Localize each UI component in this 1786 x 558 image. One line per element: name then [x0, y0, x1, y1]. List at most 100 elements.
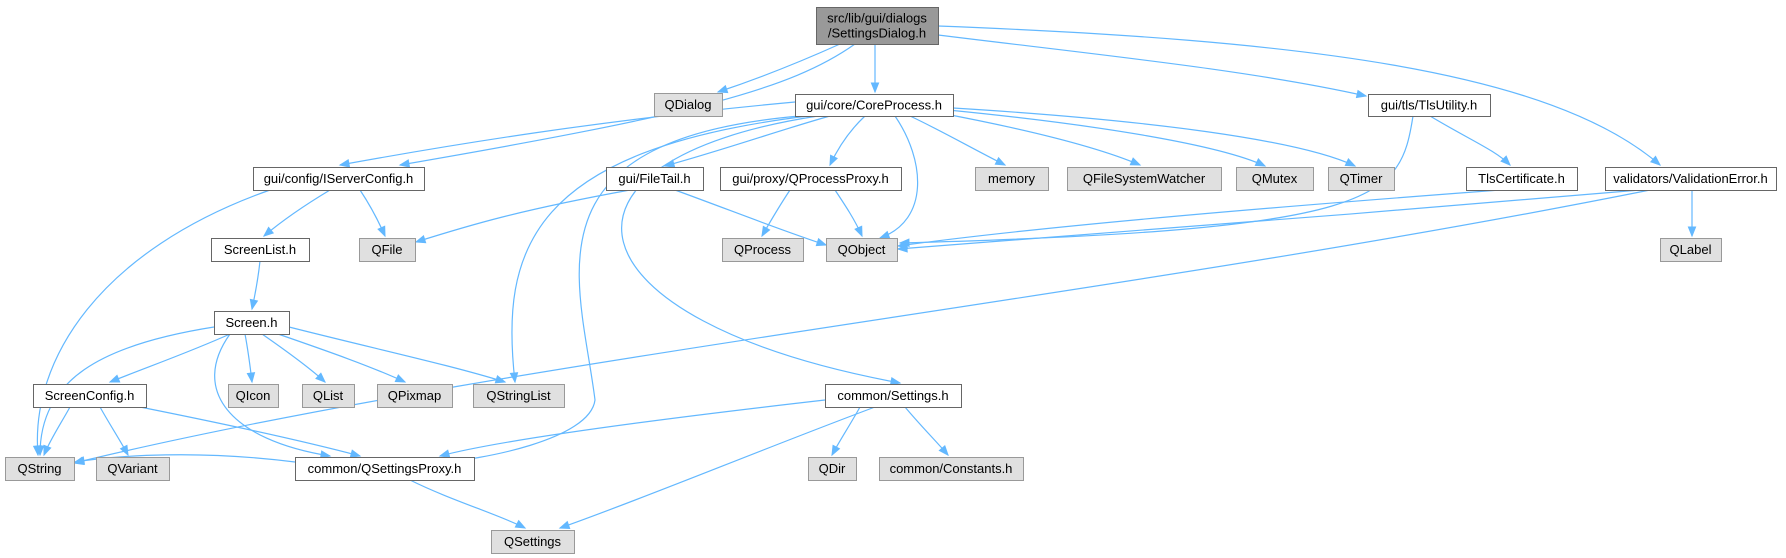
- edge-validationerror-to-qobject: [896, 189, 1641, 253]
- edge-commonsettings-to-qsettingsproxy: [438, 399, 826, 458]
- edge-line: [109, 333, 231, 383]
- arrowhead: [249, 298, 259, 311]
- node-qlabel[interactable]: QLabel: [1660, 238, 1722, 262]
- arrowhead: [829, 154, 838, 167]
- node-label: gui/config/IServerConfig.h: [264, 171, 414, 186]
- arrowhead: [338, 159, 351, 168]
- node-qdir[interactable]: QDir: [808, 457, 857, 481]
- edge-line: [897, 189, 1501, 247]
- edge-screen-to-screenconfig: [108, 333, 231, 383]
- node-box: [879, 457, 1024, 481]
- edge-iserverconfig-to-qfile: [359, 189, 386, 238]
- node-validationerror[interactable]: validators/ValidationError.h: [1605, 167, 1777, 191]
- edge-screen-to-qlist: [261, 333, 326, 383]
- node-box: [377, 384, 453, 408]
- node-settingsdialog[interactable]: src/lib/gui/dialogs/SettingsDialog.h: [816, 7, 939, 45]
- node-commonsettings[interactable]: common/Settings.h: [825, 384, 962, 408]
- node-label: validators/ValidationError.h: [1613, 171, 1767, 186]
- node-box: [1466, 167, 1578, 191]
- arrowhead: [73, 456, 86, 465]
- node-box: [359, 238, 416, 262]
- node-qsettingsproxy[interactable]: common/QSettingsProxy.h: [295, 457, 475, 481]
- arrowhead: [494, 375, 507, 384]
- node-filetail[interactable]: gui/FileTail.h: [606, 167, 704, 191]
- edge-line: [139, 406, 361, 457]
- node-box: [211, 238, 310, 262]
- node-qdialog[interactable]: QDialog: [654, 93, 723, 117]
- edge-line: [899, 115, 1414, 244]
- arrowhead: [35, 445, 45, 457]
- node-qmutex[interactable]: QMutex: [1236, 167, 1314, 191]
- node-qstringlist[interactable]: QStringList: [473, 384, 565, 408]
- node-screen[interactable]: Screen.h: [214, 311, 290, 335]
- node-box: [1605, 167, 1777, 191]
- edge-settingsdialog-to-tlsutility: [937, 34, 1368, 99]
- node-qvariant[interactable]: QVariant: [96, 457, 170, 481]
- edge-line: [439, 399, 826, 457]
- node-label: gui/tls/TlsUtility.h: [1381, 98, 1478, 113]
- edge-line: [277, 333, 406, 383]
- node-box: [654, 93, 723, 117]
- node-coreprocess[interactable]: gui/core/CoreProcess.h: [795, 94, 954, 117]
- node-label: QLabel: [1670, 242, 1712, 257]
- node-label: QMutex: [1252, 171, 1298, 186]
- node-qfilesystemwatcher[interactable]: QFileSystemWatcher: [1067, 167, 1222, 191]
- node-qicon[interactable]: QIcon: [228, 384, 279, 408]
- arrowhead: [1649, 155, 1662, 166]
- node-box: [302, 384, 355, 408]
- node-label: QString: [17, 461, 61, 476]
- node-iserverconfig[interactable]: gui/config/IServerConfig.h: [253, 167, 425, 191]
- node-label: common/QSettingsProxy.h: [308, 461, 462, 476]
- node-qobject[interactable]: QObject: [826, 238, 898, 262]
- node-qstring[interactable]: QString: [5, 457, 75, 481]
- node-box: [253, 167, 425, 191]
- node-box: [826, 238, 898, 262]
- edge-line: [263, 189, 331, 237]
- node-label: QProcess: [734, 242, 792, 257]
- node-label: ScreenConfig.h: [45, 388, 135, 403]
- edge-line: [904, 406, 949, 456]
- arrowhead: [1344, 158, 1357, 167]
- edge-qprocessproxy-to-qobject: [834, 189, 863, 238]
- edge-line: [909, 115, 1006, 166]
- edge-settingsdialog-to-qdialog: [716, 43, 841, 94]
- node-qfile[interactable]: QFile: [359, 238, 416, 262]
- arrowhead: [1687, 226, 1697, 238]
- node-box: [808, 457, 857, 481]
- node-box: [722, 238, 804, 262]
- node-qlist[interactable]: QList: [302, 384, 355, 408]
- edge-line: [261, 333, 326, 383]
- node-label: memory: [988, 171, 1035, 186]
- edge-line: [1429, 115, 1511, 166]
- node-qsettings[interactable]: QSettings: [491, 530, 575, 554]
- arrowhead: [831, 444, 841, 457]
- edge-line: [39, 326, 215, 456]
- node-screenconfig[interactable]: ScreenConfig.h: [33, 384, 147, 408]
- node-label: gui/core/CoreProcess.h: [806, 98, 942, 113]
- edge-line: [288, 326, 506, 383]
- node-constants[interactable]: common/Constants.h: [879, 457, 1024, 481]
- node-screenlist[interactable]: ScreenList.h: [211, 238, 310, 262]
- node-qtimer[interactable]: QTimer: [1328, 167, 1395, 191]
- arrowhead: [854, 225, 863, 238]
- edge-filetail-to-qobject: [674, 189, 828, 247]
- edge-line: [621, 115, 901, 384]
- edge-iserverconfig-to-screenlist: [262, 189, 331, 237]
- arrowhead: [815, 237, 828, 247]
- node-label: src/lib/gui/dialogs: [827, 11, 927, 26]
- node-qprocess[interactable]: QProcess: [722, 238, 804, 262]
- node-tlscertificate[interactable]: TlsCertificate.h: [1466, 167, 1578, 191]
- node-qpixmap[interactable]: QPixmap: [377, 384, 453, 408]
- edge-line: [939, 112, 1141, 166]
- node-qprocessproxy[interactable]: gui/proxy/QProcessProxy.h: [720, 167, 902, 191]
- node-box: [1067, 167, 1222, 191]
- edge-line: [559, 406, 876, 529]
- node-memory[interactable]: memory: [975, 167, 1049, 191]
- node-tlsutility[interactable]: gui/tls/TlsUtility.h: [1368, 94, 1491, 117]
- node-label: TlsCertificate.h: [1478, 171, 1565, 186]
- node-box: [720, 167, 902, 191]
- edge-screen-to-qstringlist: [288, 326, 507, 384]
- edge-settingsdialog-to-validationerror: [937, 25, 1662, 166]
- arrowhead: [994, 156, 1007, 166]
- edge-line: [879, 115, 919, 239]
